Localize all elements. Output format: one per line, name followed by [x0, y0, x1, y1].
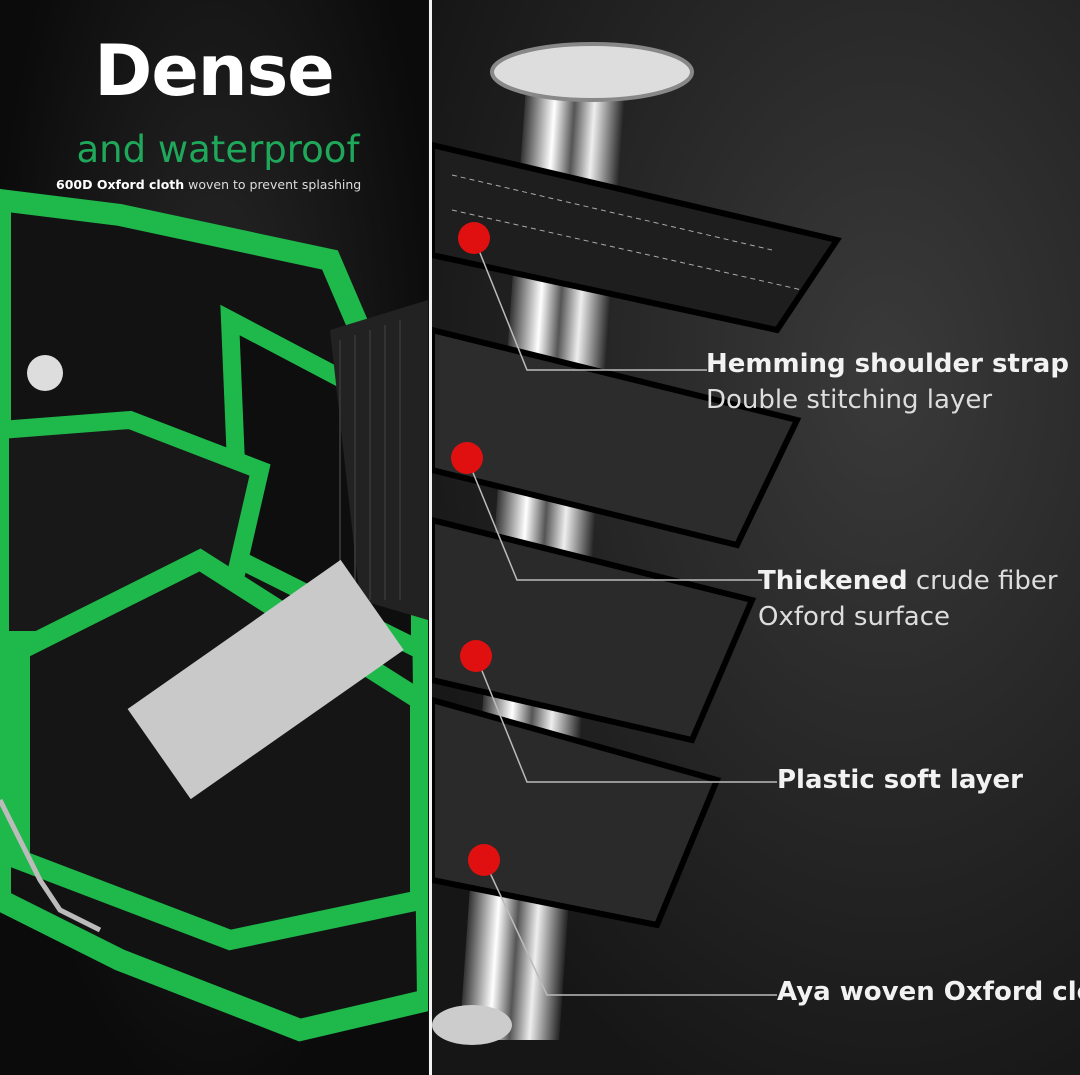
label-title: Plastic soft layer — [777, 765, 1023, 795]
marker-dot — [468, 844, 500, 876]
label-title: Thickened — [758, 566, 908, 596]
label-detail: Oxford surface — [758, 602, 951, 632]
layer-label-4: Aya woven Oxford clot — [777, 974, 1080, 1010]
pin-head — [490, 42, 694, 102]
layer-1 — [432, 141, 842, 334]
label-rest: crude fiber — [907, 566, 1058, 596]
layer-diagram — [432, 42, 842, 1045]
layer-2 — [432, 326, 802, 549]
pin-base — [432, 1005, 512, 1045]
marker-dot — [451, 442, 483, 474]
label-detail: Double stitching layer — [706, 385, 993, 415]
caption-rest: woven to prevent splashing — [184, 177, 362, 192]
headline: Dense — [94, 30, 335, 112]
layer-4 — [432, 696, 722, 929]
label-title: Aya woven Oxford clot — [777, 977, 1080, 1007]
leader-lines — [466, 237, 777, 996]
caption-bold: 600D Oxford cloth — [56, 177, 185, 192]
caption: 600D Oxford cloth woven to prevent splas… — [56, 177, 361, 192]
label-title: Hemming shoulder strap — [706, 349, 1069, 379]
subheadline: and waterproof — [76, 128, 360, 171]
marker-dot — [458, 222, 490, 254]
divider — [429, 0, 432, 1075]
marker-dot — [460, 640, 492, 672]
metal-plate — [127, 559, 404, 800]
tool-bag-illustration — [0, 188, 428, 1042]
layer-label-3: Plastic soft layer — [777, 762, 1023, 798]
tool-bag-panel: Dense and waterproof 600D Oxford cloth w… — [0, 0, 428, 1075]
layer-3 — [432, 516, 757, 744]
